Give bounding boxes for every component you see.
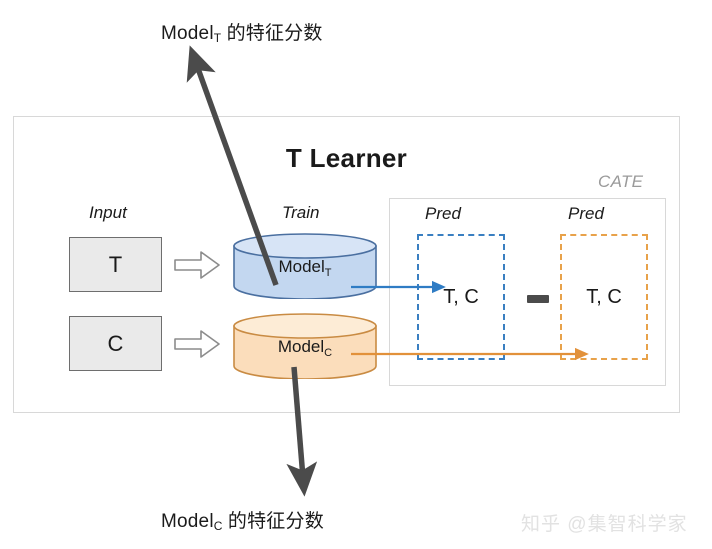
caption-top-subscript: T — [213, 31, 222, 45]
watermark: 知乎 @集智科学家 — [521, 514, 688, 535]
cylinder-model-t-shape — [233, 233, 377, 300]
column-heading-pred-right: Pred — [568, 204, 604, 223]
caption-top-model: Model — [161, 23, 214, 44]
input-box-control: C — [69, 316, 162, 371]
caption-top-text: 的特征分数 — [221, 23, 323, 44]
cylinder-model-c-shape — [233, 313, 377, 380]
cylinder-model-t: ModelT — [232, 233, 378, 300]
diagram-title: T Learner — [285, 143, 408, 173]
column-heading-pred-left: Pred — [425, 204, 461, 223]
block-arrow-control-icon — [174, 330, 220, 358]
cylinder-model-c: ModelC — [232, 313, 378, 380]
input-box-treatment: T — [69, 237, 162, 292]
caption-bottom-text: 的特征分数 — [222, 511, 324, 532]
column-heading-train: Train — [282, 203, 320, 222]
caption-model-t: ModelT 的特征分数 — [161, 18, 323, 45]
block-arrow-treatment-icon — [174, 251, 220, 279]
caption-bottom-model: Model — [161, 511, 214, 532]
pred-box-model-c: T, C — [560, 234, 648, 360]
caption-model-c: ModelC 的特征分数 — [161, 506, 324, 533]
pred-box-model-t: T, C — [417, 234, 505, 360]
pred-box-model-t-label: T, C — [443, 285, 479, 308]
caption-bottom-subscript: C — [213, 519, 223, 533]
t-learner-frame: T Learner CATE Input Train Pred Pred T C… — [13, 116, 680, 413]
input-box-treatment-label: T — [108, 251, 123, 277]
minus-operator-icon — [527, 295, 549, 303]
cate-label: CATE — [598, 172, 644, 191]
pred-box-model-c-label: T, C — [586, 285, 622, 308]
column-heading-input: Input — [89, 203, 127, 222]
input-box-control-label: C — [107, 330, 124, 356]
